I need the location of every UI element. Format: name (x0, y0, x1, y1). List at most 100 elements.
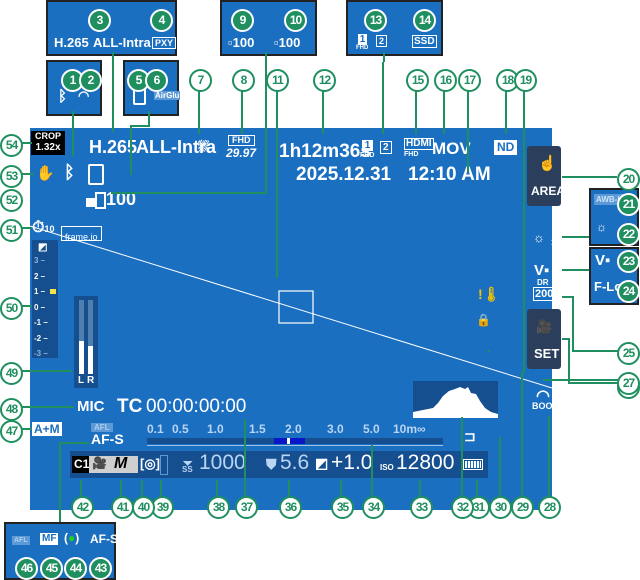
recording-time: 1h12m36s (279, 141, 371, 162)
compression-label: ALL-Intra (136, 137, 216, 157)
movie-settings-button[interactable]: 🎥 SET (527, 309, 561, 369)
smartphone-icon (88, 164, 104, 185)
lock-icon: 🔒 (476, 313, 491, 327)
awb-badge: AWB-L (594, 194, 625, 205)
callout-40: 40 (132, 496, 155, 519)
custom-setting-badge: C1 (72, 456, 92, 473)
ssd-icon: SSD (412, 35, 437, 48)
distance-tick-label: 1.5 (249, 422, 266, 436)
callout-10: 10 (284, 9, 307, 32)
exposure-level-marker (50, 289, 56, 294)
electronic-level-line (30, 225, 552, 389)
exposure-scale-tick: -3 – (34, 349, 48, 358)
time: 12:10 AM (408, 164, 491, 185)
mic-level-l (79, 340, 84, 374)
exposure-scale-tick: 0 – (34, 302, 46, 312)
callout-48: 48 (0, 398, 23, 421)
slot1-sub: FHD (360, 152, 375, 159)
callout-47: 47 (0, 420, 23, 443)
frames-icon (86, 198, 96, 207)
movie-format-label: FHD (228, 135, 255, 146)
distance-tick-label: 1.0 (207, 422, 224, 436)
callout-28: 28 (538, 496, 561, 519)
frames-right: 100 (278, 35, 301, 50)
callout-50: 50 (0, 297, 23, 320)
callout-13: 13 (364, 9, 387, 32)
power-supply-icon: ⊐ (464, 428, 476, 444)
callout-33: 33 (410, 496, 433, 519)
codec-label: H.265 (89, 137, 138, 157)
callout-17: 17 (458, 69, 481, 92)
callout-27: 27 (617, 372, 640, 395)
inset-slot1-sub: FHD (356, 45, 369, 51)
iso-value: 12800 (396, 451, 455, 474)
callout-29: 29 (511, 496, 534, 519)
callout-41: 41 (111, 496, 134, 519)
film-sim-icon-inset: V▪ (595, 252, 611, 269)
callout-7: 7 (189, 69, 212, 92)
timecode: 00:00:00:00 (146, 396, 247, 417)
frames-left: 100 (232, 35, 255, 50)
inset-slot2: 2 (376, 35, 388, 47)
mic-label: MIC (77, 398, 105, 415)
mic-level-r (88, 345, 93, 374)
callout-3: 3 (88, 9, 111, 32)
self-timer-icon: ⏱10 (32, 219, 55, 236)
frames-count: 100 (106, 189, 137, 209)
callout-21: 21 (617, 193, 640, 216)
bottom-info-bar (70, 451, 488, 478)
iso-prefix: ISO (380, 463, 394, 472)
callout-12: 12 (313, 69, 336, 92)
crop-factor: 1.32x (35, 142, 61, 153)
callout-22: 22 (617, 223, 640, 246)
callout-32: 32 (451, 496, 474, 519)
mic-r-label: R (87, 375, 95, 386)
card-slot2-icon: 2 (380, 141, 392, 154)
file-format: MOV (432, 139, 471, 158)
callout-4: 4 (150, 9, 173, 32)
afl-indicator: AFL (91, 423, 113, 432)
mic-track-r (88, 300, 93, 374)
callout-6: 6 (145, 69, 168, 92)
callout-39: 39 (151, 496, 174, 519)
hdmi-sub: FHD (404, 151, 419, 158)
white-balance-icon: ☼ (533, 230, 545, 245)
exposure-mode: M (114, 455, 128, 472)
el-indicator (160, 455, 168, 475)
inset-codec: H.265 (54, 35, 89, 50)
touch-icon: ☝ (538, 155, 557, 172)
set-label: SET (534, 346, 560, 361)
mf-badge: MF (40, 533, 59, 545)
frameio-badge: frame.io (61, 226, 102, 242)
nd-filter-badge: ND (494, 140, 518, 155)
bluetooth-icon-inset: ᛒ (58, 88, 68, 105)
callout-36: 36 (279, 496, 302, 519)
callout-8: 8 (232, 69, 255, 92)
wb-icon-inset: ☼ (596, 220, 607, 234)
distance-tick-label: 0.1 (147, 422, 164, 436)
callout-23: 23 (617, 250, 640, 273)
aperture-icon: ⛊ (266, 456, 277, 472)
af-area-button[interactable]: ☝ AREA (527, 146, 565, 206)
focus-mode-badge: A+M (32, 422, 62, 436)
shutter-prefix: SS (182, 465, 193, 474)
metering-icon: [◎] (140, 456, 161, 471)
callout-20: 20 (617, 168, 640, 191)
proxy-badge: PXY (152, 37, 177, 49)
inset-af-mode: AF-S (90, 532, 118, 546)
distance-tick-label: 2.0 (285, 422, 302, 436)
callout-53: 53 (0, 165, 23, 188)
callout-49: 49 (0, 362, 23, 385)
self-timer-sub: 10 (44, 224, 55, 234)
frames-icon-outline (95, 192, 106, 209)
image-stabilization-icon: ✋ (36, 165, 55, 182)
callout-14: 14 (413, 9, 436, 32)
distance-tick-label: 3.0 (327, 422, 344, 436)
callout-34: 34 (362, 496, 385, 519)
wifi-icon: ◠ (78, 88, 90, 103)
focus-frame (278, 290, 314, 324)
movie-camera-icon-2: 🎥 (536, 319, 553, 334)
wb-sub: 1 (551, 238, 556, 247)
exp-comp-icon: ◩ (38, 242, 48, 253)
timecode-prefix: TC (117, 396, 143, 417)
